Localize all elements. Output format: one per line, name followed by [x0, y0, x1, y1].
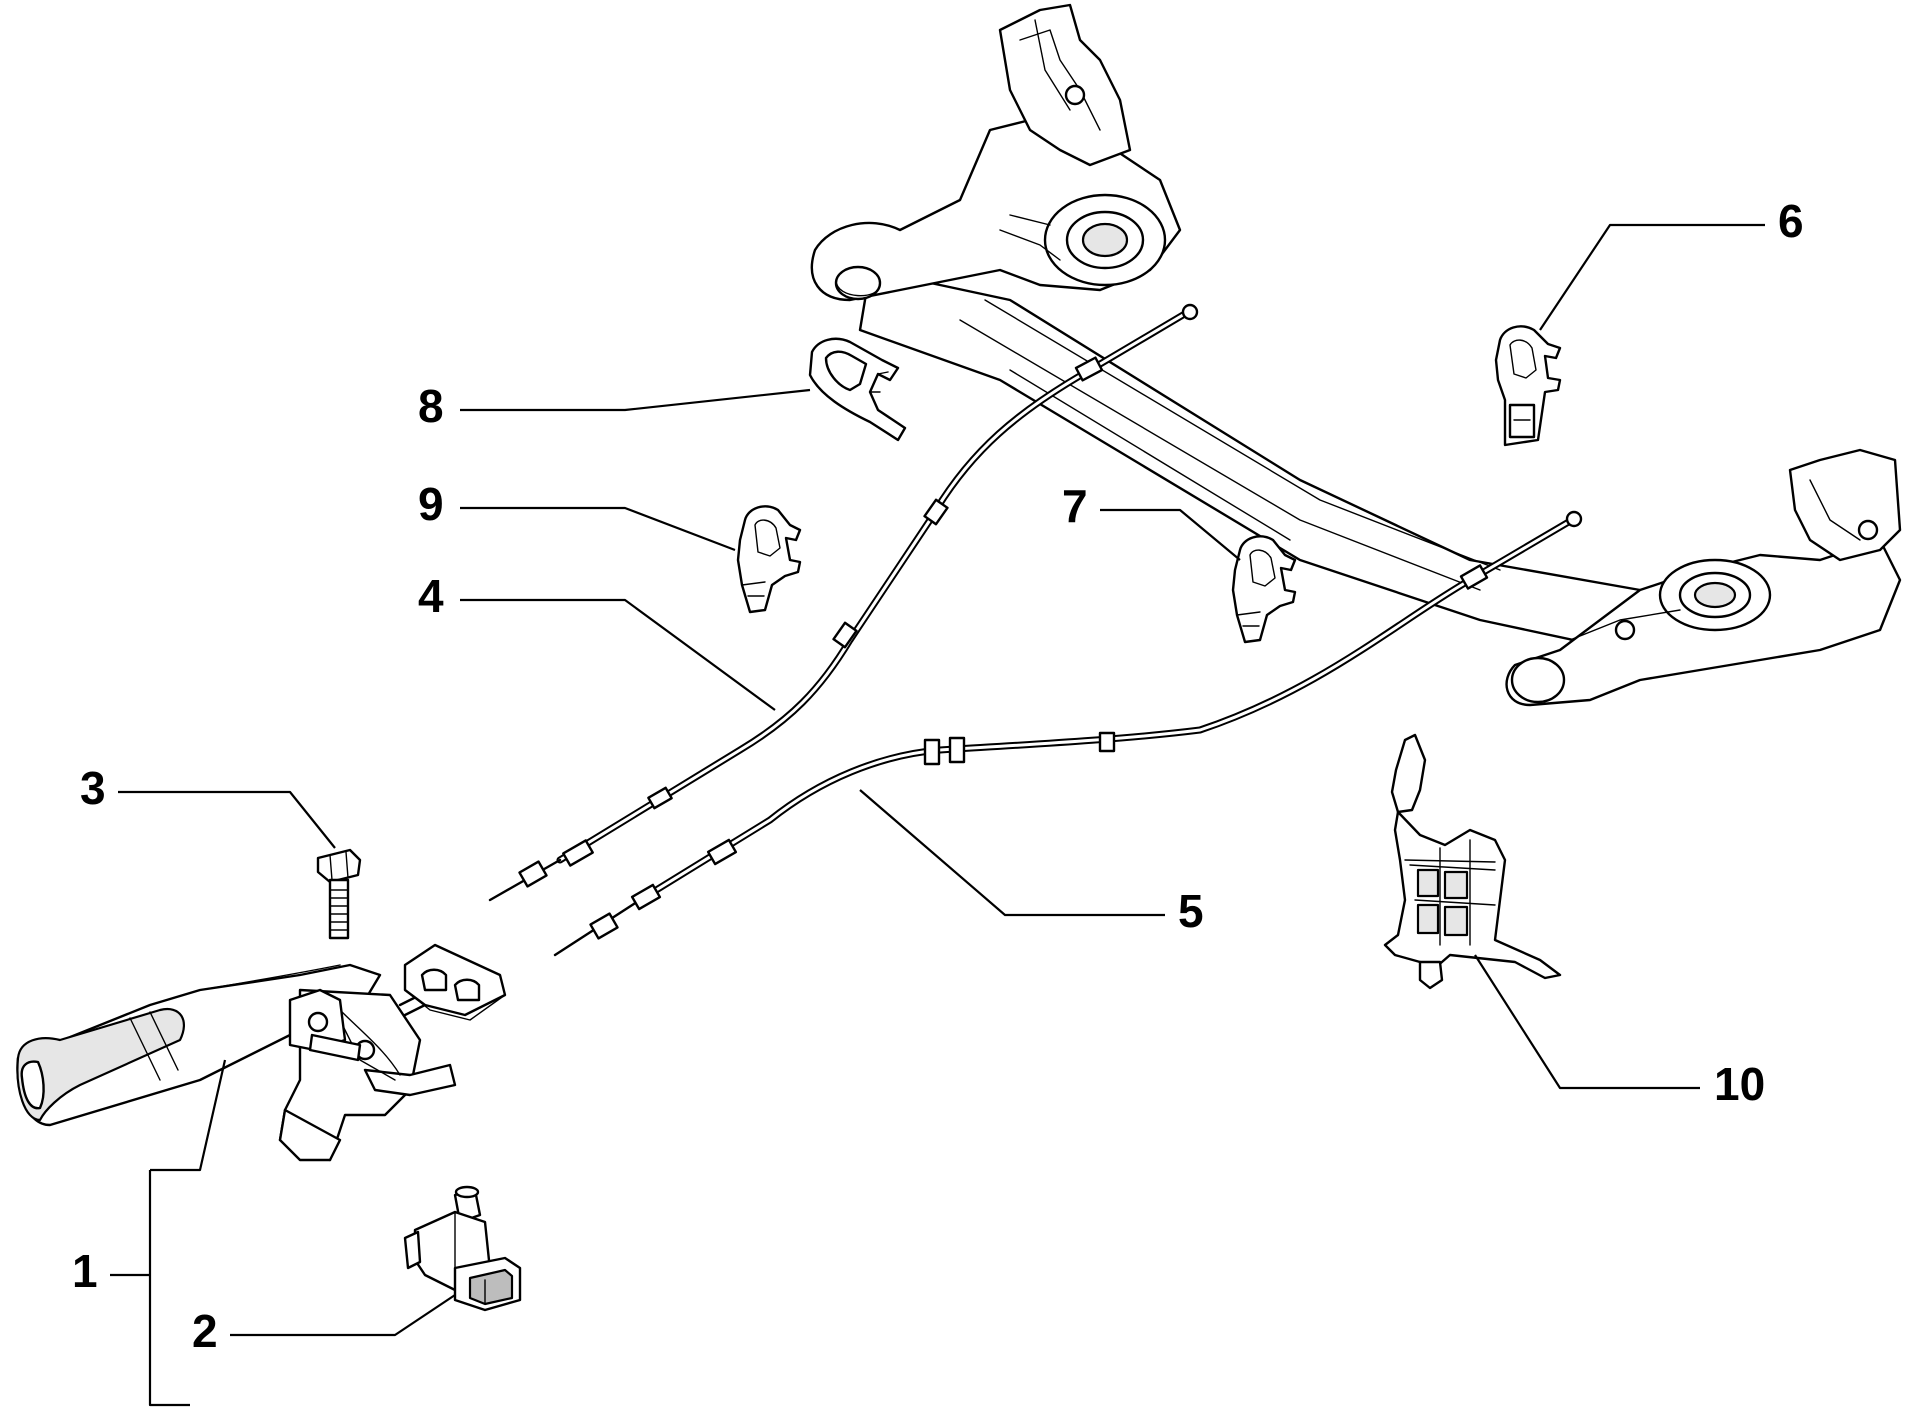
leader-2 — [230, 1294, 456, 1337]
leader-lines — [110, 223, 1765, 1407]
leader-1 — [110, 1059, 227, 1407]
brake-cable-left — [488, 303, 1199, 902]
leader-8 — [460, 388, 811, 412]
leader-10 — [1474, 954, 1700, 1090]
callout-6: 6 — [1778, 195, 1804, 247]
leader-3 — [118, 790, 336, 849]
part-10-bracket — [1383, 733, 1562, 990]
callout-1: 1 — [72, 1245, 98, 1297]
callout-4: 4 — [418, 570, 444, 622]
callout-9: 9 — [418, 478, 444, 530]
callout-8: 8 — [418, 380, 444, 432]
leader-5 — [859, 789, 1165, 917]
leader-9 — [460, 506, 736, 552]
callout-labels: 1 2 3 4 5 6 7 8 9 10 — [72, 195, 1804, 1357]
part-9-clip — [736, 505, 802, 614]
callout-7: 7 — [1062, 480, 1088, 532]
rear-axle-beam — [810, 3, 1902, 707]
callout-3: 3 — [80, 762, 106, 814]
part-7-clip — [1231, 535, 1297, 644]
part-6-clip — [1494, 325, 1562, 447]
callout-2: 2 — [192, 1305, 218, 1357]
callout-10: 10 — [1714, 1058, 1765, 1110]
brake-cable-right — [553, 510, 1583, 957]
part-8-clamp — [808, 337, 907, 442]
part-3-bolt — [316, 848, 362, 940]
leader-7 — [1100, 508, 1241, 561]
part-1-handbrake-lever — [16, 943, 507, 1162]
callout-5: 5 — [1178, 885, 1204, 937]
leader-6 — [1539, 223, 1765, 331]
leader-4 — [460, 598, 776, 711]
part-2-switch — [403, 1185, 522, 1312]
